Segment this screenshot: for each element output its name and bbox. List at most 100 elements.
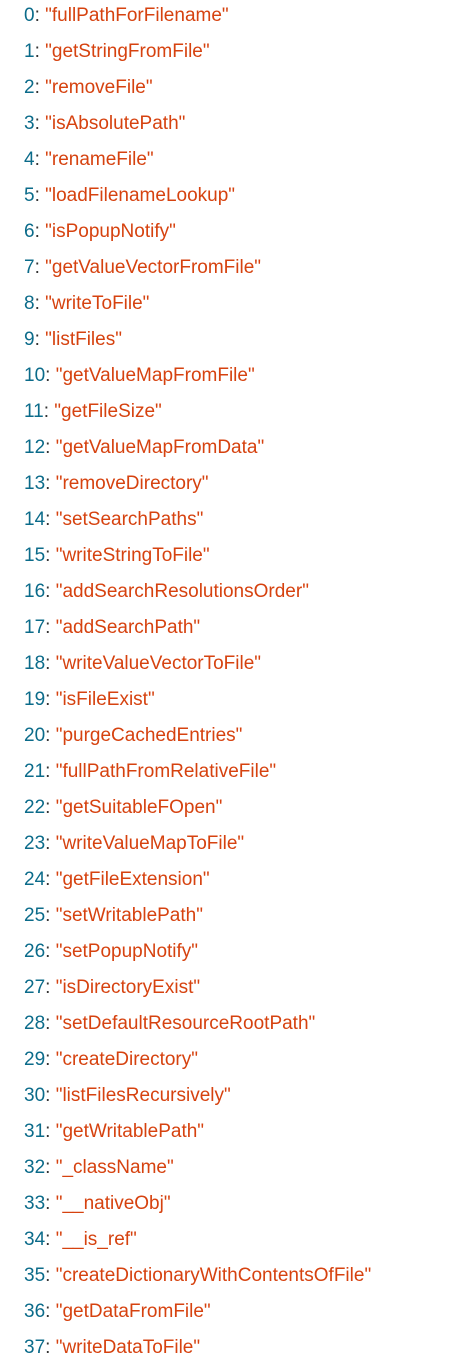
list-item: 5: "loadFilenameLookup": [24, 185, 236, 206]
list-item: 32: "_className": [24, 1157, 174, 1178]
entry-index: 28: [24, 1013, 46, 1034]
entry-value: "getValueVectorFromFile": [45, 257, 262, 278]
entry-index: 21: [24, 761, 46, 782]
entry-value: "setPopupNotify": [55, 941, 199, 962]
entry-index: 2: [24, 77, 35, 98]
entry-index: 9: [24, 329, 35, 350]
list-item: 12: "getValueMapFromData": [24, 437, 265, 458]
list-item: 34: "__is_ref": [24, 1229, 137, 1250]
list-item: 3: "isAbsolutePath": [24, 113, 186, 134]
entry-index: 8: [24, 293, 35, 314]
entry-index: 25: [24, 905, 46, 926]
entry-index: 5: [24, 185, 35, 206]
entry-index: 11: [24, 401, 44, 422]
entry-index: 6: [24, 221, 35, 242]
entry-value: "fullPathForFilename": [45, 5, 229, 26]
entry-index: 19: [24, 689, 46, 710]
entry-value: "removeFile": [45, 77, 153, 98]
list-item: 20: "purgeCachedEntries": [24, 725, 243, 746]
entry-value: "_className": [55, 1157, 174, 1178]
entry-value: "setWritablePath": [55, 905, 203, 926]
entry-value: "isPopupNotify": [45, 221, 176, 242]
entry-value: "getValueMapFromFile": [55, 365, 255, 386]
entry-value: "listFiles": [45, 329, 122, 350]
entry-index: 31: [24, 1121, 46, 1142]
list-item: 11: "getFileSize": [24, 401, 162, 422]
entry-value: "writeToFile": [45, 293, 150, 314]
entry-value: "fullPathFromRelativeFile": [55, 761, 277, 782]
entry-value: "getWritablePath": [55, 1121, 205, 1142]
list-item: 33: "__nativeObj": [24, 1193, 171, 1214]
list-item: 6: "isPopupNotify": [24, 221, 176, 242]
entry-value: "purgeCachedEntries": [55, 725, 243, 746]
list-item: 1: "getStringFromFile": [24, 41, 210, 62]
list-item: 26: "setPopupNotify": [24, 941, 199, 962]
entry-value: "writeValueVectorToFile": [55, 653, 262, 674]
entry-index: 3: [24, 113, 35, 134]
list-item: 31: "getWritablePath": [24, 1121, 205, 1142]
list-item: 36: "getDataFromFile": [24, 1301, 211, 1322]
entry-index: 20: [24, 725, 46, 746]
entry-value: "isAbsolutePath": [45, 113, 186, 134]
entry-index: 13: [24, 473, 46, 494]
entry-value: "isDirectoryExist": [55, 977, 201, 998]
entry-index: 16: [24, 581, 46, 602]
entry-value: "renameFile": [45, 149, 154, 170]
entry-value: "writeStringToFile": [55, 545, 210, 566]
entry-value: "writeDataToFile": [55, 1337, 201, 1358]
entry-index: 18: [24, 653, 46, 674]
entry-index: 4: [24, 149, 35, 170]
entry-index: 37: [24, 1337, 46, 1358]
entry-value: "getFileSize": [54, 401, 162, 422]
list-item: 17: "addSearchPath": [24, 617, 201, 638]
list-item: 35: "createDictionaryWithContentsOfFile": [24, 1265, 372, 1286]
entry-index: 29: [24, 1049, 46, 1070]
entry-index: 1: [24, 41, 35, 62]
entry-index: 26: [24, 941, 46, 962]
entry-value: "createDirectory": [55, 1049, 199, 1070]
entry-index: 35: [24, 1265, 46, 1286]
entry-index: 36: [24, 1301, 46, 1322]
list-item: 10: "getValueMapFromFile": [24, 365, 255, 386]
list-item: 0: "fullPathForFilename": [24, 5, 229, 26]
entry-value: "getFileExtension": [55, 869, 210, 890]
entry-value: "__nativeObj": [55, 1193, 171, 1214]
list-item: 15: "writeStringToFile": [24, 545, 210, 566]
entry-value: "setDefaultResourceRootPath": [55, 1013, 316, 1034]
list-item: 7: "getValueVectorFromFile": [24, 257, 262, 278]
list-item: 19: "isFileExist": [24, 689, 155, 710]
list-item: 29: "createDirectory": [24, 1049, 199, 1070]
entry-index: 22: [24, 797, 46, 818]
entry-value: "getValueMapFromData": [55, 437, 265, 458]
entry-index: 12: [24, 437, 46, 458]
entry-value: "__is_ref": [55, 1229, 137, 1250]
list-item: 18: "writeValueVectorToFile": [24, 653, 262, 674]
list-item: 24: "getFileExtension": [24, 869, 210, 890]
list-item: 2: "removeFile": [24, 77, 153, 98]
list-item: 28: "setDefaultResourceRootPath": [24, 1013, 316, 1034]
entry-index: 23: [24, 833, 46, 854]
list-item: 9: "listFiles": [24, 329, 122, 350]
entry-value: "getDataFromFile": [55, 1301, 211, 1322]
list-item: 23: "writeValueMapToFile": [24, 833, 245, 854]
entry-index: 14: [24, 509, 46, 530]
entry-value: "loadFilenameLookup": [45, 185, 236, 206]
entry-value: "getStringFromFile": [45, 41, 210, 62]
list-item: 27: "isDirectoryExist": [24, 977, 201, 998]
list-item: 16: "addSearchResolutionsOrder": [24, 581, 309, 602]
entry-index: 0: [24, 5, 35, 26]
list-item: 4: "renameFile": [24, 149, 154, 170]
entry-index: 17: [24, 617, 46, 638]
entry-index: 32: [24, 1157, 46, 1178]
entry-value: "setSearchPaths": [55, 509, 204, 530]
entry-value: "getSuitableFOpen": [55, 797, 223, 818]
entry-index: 27: [24, 977, 46, 998]
list-item: 14: "setSearchPaths": [24, 509, 204, 530]
entry-index: 24: [24, 869, 46, 890]
entry-value: "addSearchResolutionsOrder": [55, 581, 309, 602]
entry-index: 7: [24, 257, 35, 278]
entry-value: "removeDirectory": [55, 473, 209, 494]
entry-value: "listFilesRecursively": [55, 1085, 231, 1106]
entry-value: "createDictionaryWithContentsOfFile": [55, 1265, 372, 1286]
